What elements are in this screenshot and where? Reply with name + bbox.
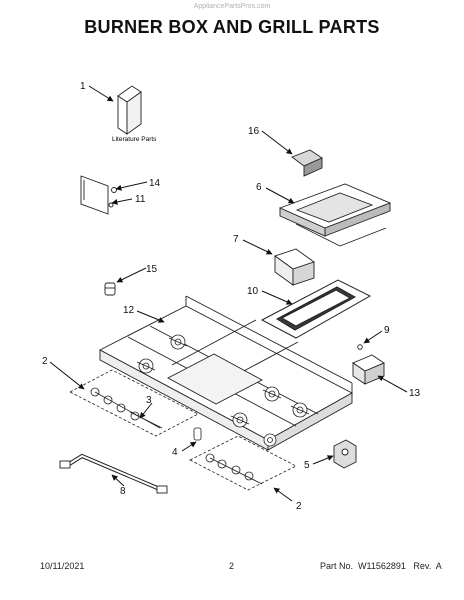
mounting-bracket-part	[352, 344, 385, 385]
valve-part	[193, 427, 202, 441]
heat-shield-part	[274, 248, 315, 286]
callout-11: 11	[135, 194, 146, 205]
callout-7: 7	[233, 234, 239, 245]
grill-plate-part	[260, 279, 372, 339]
burner-box-part	[99, 295, 353, 451]
callout-8: 8	[120, 486, 126, 497]
callout-10: 10	[247, 286, 259, 297]
igniter-part	[104, 282, 116, 296]
left-valve-assembly	[69, 369, 199, 437]
callout-5: 5	[304, 460, 310, 471]
callout-1: 1	[80, 81, 86, 92]
callout-14: 14	[149, 178, 161, 189]
callout-16: 16	[248, 126, 260, 137]
callout-leaders	[49, 85, 408, 502]
literature-booklet	[117, 85, 142, 135]
callout-9: 9	[384, 325, 390, 336]
right-valve-assembly	[189, 435, 297, 491]
callout-numbers: 1 16 14 11 6 7 15 10 12 9 2 13 3 4 5 8 2	[42, 81, 421, 512]
footer-page-number: 2	[229, 561, 235, 571]
callout-3: 3	[146, 395, 152, 406]
manifold-tube-part	[59, 453, 168, 494]
callout-6: 6	[256, 182, 262, 193]
page-title: BURNER BOX AND GRILL PARTS	[84, 17, 380, 37]
box-burners	[136, 334, 310, 447]
callout-2-right: 2	[296, 501, 302, 512]
small-bracket-part	[291, 149, 323, 177]
grill-tray-part	[278, 183, 392, 247]
footer-part-number: Part No. W11562891 Rev. A	[320, 561, 442, 571]
footer-date: 10/11/2021	[40, 561, 85, 571]
watermark: AppliancePartsPros.com	[193, 3, 271, 10]
callout-13: 13	[409, 388, 421, 399]
callout-2-left: 2	[42, 356, 48, 367]
callout-12: 12	[123, 305, 135, 316]
regulator-part	[333, 439, 357, 469]
literature-parts-label: Literature Parts	[112, 136, 157, 143]
callout-4: 4	[172, 447, 178, 458]
bracket-part	[80, 175, 117, 215]
callout-15: 15	[146, 264, 158, 275]
